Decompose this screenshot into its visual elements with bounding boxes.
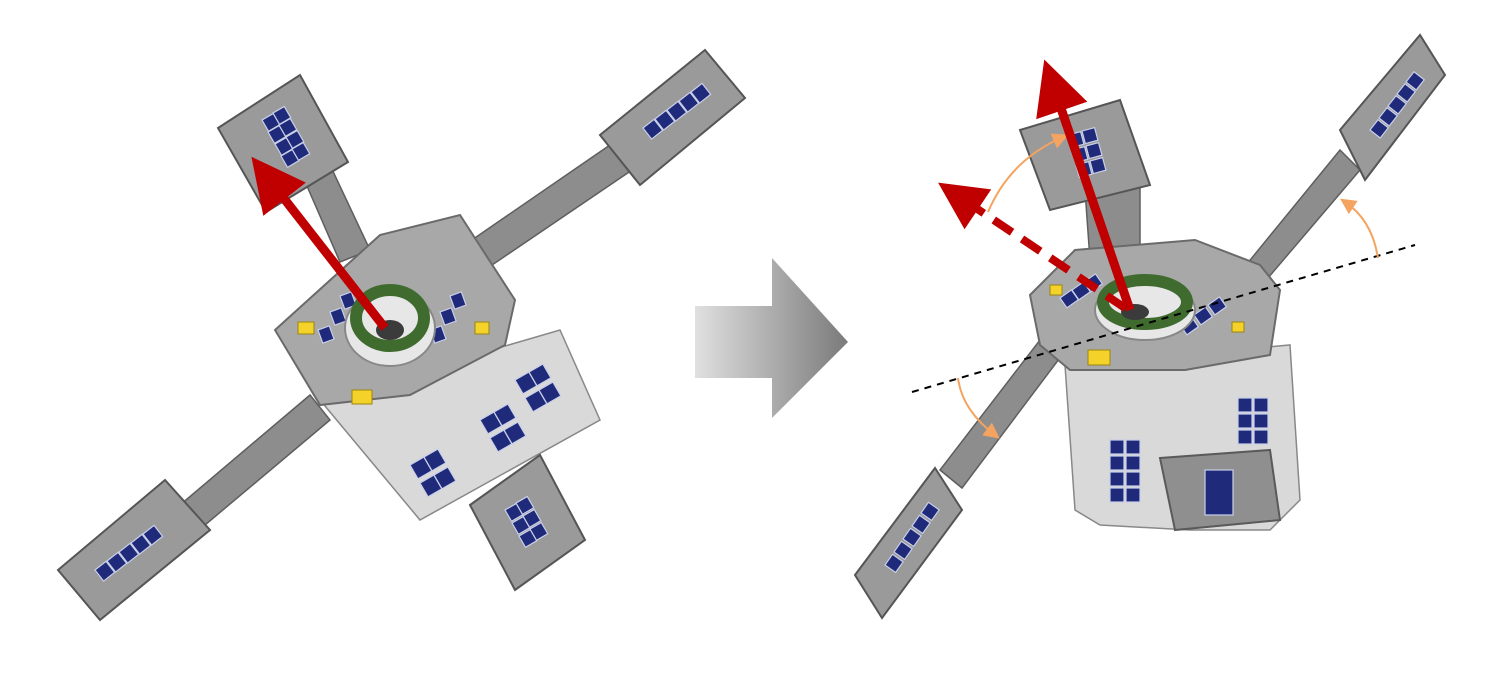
bottom-array-cell xyxy=(1205,470,1233,515)
spacecraft-after xyxy=(855,35,1445,618)
rotation-arc-right xyxy=(1345,202,1378,258)
payload-block-a xyxy=(1088,350,1110,365)
payload-block-2 xyxy=(352,390,372,404)
payload-block-3 xyxy=(475,322,489,334)
payload-block xyxy=(298,322,314,334)
transition-arrow xyxy=(695,258,848,418)
spacecraft-before xyxy=(58,50,745,620)
array-right xyxy=(1340,35,1445,180)
payload-block-c xyxy=(1232,322,1244,332)
boom-bottom-left xyxy=(180,395,330,525)
array-left xyxy=(855,468,962,618)
boom-left xyxy=(940,340,1062,488)
payload-block-b xyxy=(1050,285,1062,295)
